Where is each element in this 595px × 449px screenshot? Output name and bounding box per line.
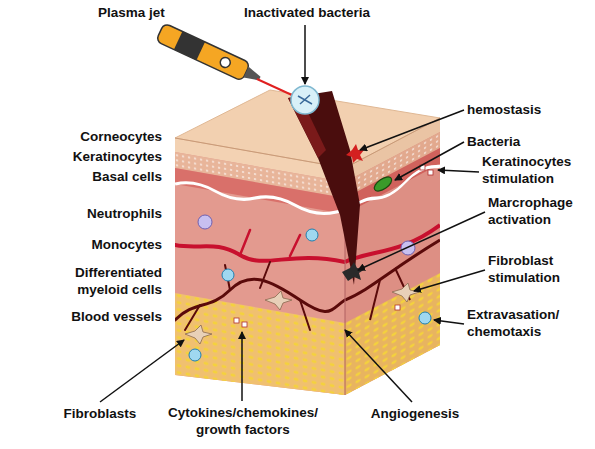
vessel-branch — [240, 230, 300, 256]
leader-line — [360, 110, 464, 150]
plasma-beam — [257, 79, 294, 96]
leader-line — [345, 330, 412, 402]
neutrophil — [401, 241, 415, 255]
part-label: Blood vessels — [2, 308, 162, 325]
basal-layer — [175, 168, 345, 214]
fibroblast — [185, 325, 212, 344]
fibroblast — [265, 291, 292, 310]
right-layers — [345, 105, 465, 408]
inactivated-bacterium — [291, 86, 319, 114]
monocyte — [419, 312, 431, 324]
part-label: Angiogenesis — [360, 405, 470, 422]
right-face — [345, 105, 465, 408]
macrophage — [342, 262, 365, 281]
cytokine — [395, 305, 400, 310]
part-label: Cytokines/chemokines/ growth factors — [148, 404, 338, 438]
plasma-pen — [156, 23, 264, 88]
vessel — [345, 225, 440, 262]
leader-line — [438, 170, 479, 172]
part-label: Bacteria — [467, 133, 587, 150]
bacterium — [372, 174, 394, 194]
leader-line — [241, 332, 243, 401]
vessel — [175, 245, 345, 262]
fibroblast — [392, 283, 419, 302]
leader-line — [434, 320, 464, 324]
part-label: Extravasation/ chemotaxis — [467, 306, 587, 340]
pen-band — [174, 31, 205, 60]
part-label: Keratinocytes stimulation — [482, 153, 590, 187]
leader-line — [100, 340, 184, 402]
part-label: Plasma jet — [98, 4, 208, 21]
wound — [288, 91, 360, 285]
cytokine — [234, 318, 239, 323]
dermis — [345, 118, 440, 408]
red-blood-cell — [346, 144, 364, 163]
bacterium-fragments — [298, 95, 312, 104]
part-label: Corneocytes — [2, 128, 162, 145]
part-label: Basal cells — [2, 168, 162, 185]
part-label: Marcrophage activation — [488, 194, 592, 228]
vessel-branch — [185, 262, 310, 330]
part-label: Inactivated bacteria — [244, 4, 414, 21]
pen-button — [219, 56, 232, 69]
part-label: Fibroblast stimulation — [488, 252, 592, 286]
monocyte — [306, 229, 318, 241]
cytokines — [234, 165, 433, 327]
pen-body — [156, 23, 251, 81]
pen-tip — [244, 67, 263, 84]
part-label: hemostasis — [467, 101, 587, 118]
part-label: Differentiated myeloid cells — [42, 264, 162, 298]
cytokine — [242, 322, 247, 327]
myeloid-cell — [189, 349, 201, 361]
part-label: Fibroblasts — [40, 405, 160, 422]
skin-surface — [175, 90, 440, 168]
leader-line — [304, 25, 306, 84]
monocyte — [222, 269, 234, 281]
part-label: Keratinocytes — [2, 148, 162, 165]
leader-line — [358, 212, 485, 270]
neutrophil — [198, 215, 212, 229]
dermis — [175, 138, 345, 408]
blood-vessels-front — [175, 230, 345, 330]
cytokine — [428, 170, 433, 175]
part-label: Neutrophils — [2, 205, 162, 222]
leader-line — [414, 270, 485, 291]
part-label: Monocytes — [2, 236, 162, 253]
leader-line — [395, 142, 464, 180]
